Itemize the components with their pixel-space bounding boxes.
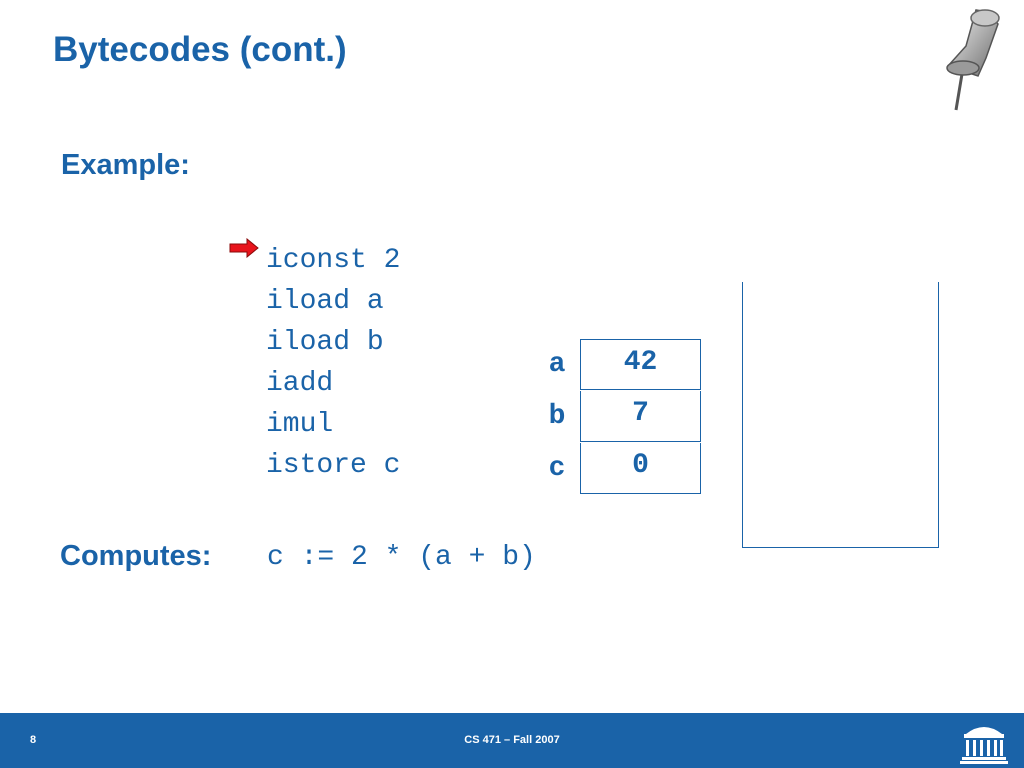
variable-name: a	[548, 349, 566, 380]
pushpin-icon	[946, 9, 1000, 111]
code-line: iconst 2	[266, 245, 401, 276]
code-line: iadd	[266, 368, 334, 399]
university-rotunda-logo	[960, 727, 1008, 764]
computes-heading: Computes:	[60, 540, 212, 572]
bytecode-listing: iconst 2 iload a iload b iadd imul istor…	[266, 240, 400, 486]
code-line: imul	[266, 409, 334, 440]
course-label: CS 471 – Fall 2007	[464, 734, 560, 746]
arrow-right-icon	[229, 238, 259, 258]
footer-bar: 8 CS 471 – Fall 2007	[0, 713, 1024, 768]
variable-name: b	[548, 401, 566, 432]
code-line: iload b	[266, 327, 384, 358]
slide-title: Bytecodes (cont.)	[53, 30, 347, 69]
variable-value: 0	[580, 443, 701, 494]
operand-stack	[742, 282, 939, 548]
example-heading: Example:	[61, 149, 190, 181]
variable-value: 7	[580, 391, 701, 442]
variable-value: 42	[580, 339, 701, 390]
computes-expression: c := 2 * (a + b)	[267, 542, 536, 573]
code-line: istore c	[266, 450, 401, 481]
slide-number: 8	[30, 734, 37, 746]
variable-name: c	[548, 453, 566, 484]
code-line: iload a	[266, 286, 384, 317]
